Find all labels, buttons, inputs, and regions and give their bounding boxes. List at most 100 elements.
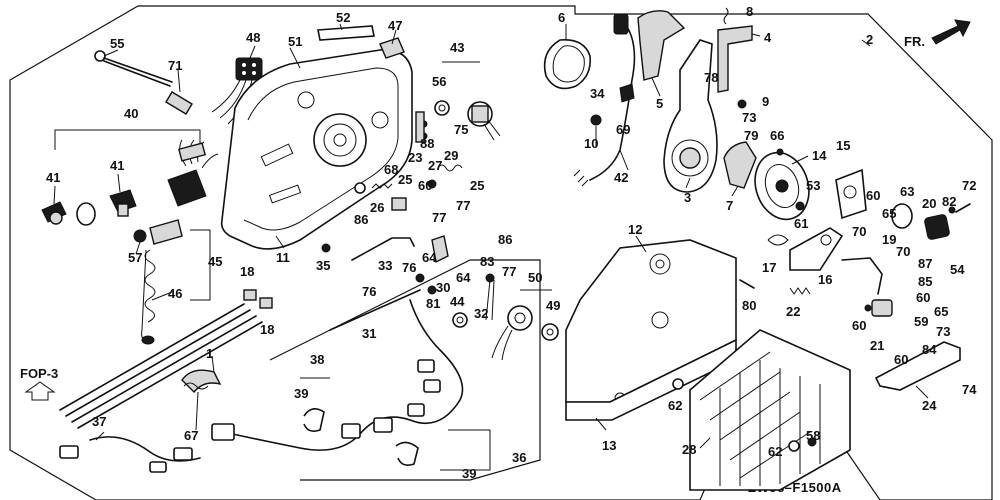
- callout-27: 27: [428, 158, 442, 173]
- group-bracket-45: [190, 229, 211, 301]
- bolt-72: [955, 203, 971, 213]
- leader-lines: [53, 23, 929, 449]
- callout-66: 66: [770, 128, 784, 143]
- callout-35: 35: [316, 258, 330, 273]
- callout-41a: 41: [46, 170, 60, 185]
- callout-70a: 70: [852, 224, 866, 239]
- callout-39b: 39: [462, 466, 476, 481]
- arrow-right-icon: [931, 19, 971, 45]
- callout-48: 48: [246, 30, 260, 45]
- callout-77b: 77: [456, 198, 470, 213]
- nut-82: [948, 206, 956, 214]
- lever-64: [431, 235, 449, 264]
- main-harness: [211, 299, 464, 451]
- callout-45: 45: [208, 254, 222, 269]
- label-52: [317, 25, 375, 41]
- knob-20: [924, 214, 950, 240]
- callout-59: 59: [914, 314, 928, 329]
- plate-24: [874, 341, 961, 391]
- screw-80: [739, 279, 755, 289]
- callout-64a: 64: [422, 250, 437, 265]
- ignition-switch: [167, 139, 219, 207]
- nut-58: [807, 437, 817, 447]
- callout-47: 47: [388, 18, 402, 33]
- link-33: [351, 237, 415, 261]
- callout-15: 15: [836, 138, 850, 153]
- callout-82: 82: [942, 194, 956, 209]
- callout-86a: 86: [354, 212, 368, 227]
- callouts: 1 2 3 4 5 6 7 8 9 10 11 12 13 14 15 16 1…: [46, 4, 977, 481]
- callout-73a: 73: [742, 110, 756, 125]
- callout-37: 37: [92, 414, 106, 429]
- callout-55: 55: [110, 36, 124, 51]
- callout-2: 2: [866, 32, 873, 47]
- callout-23: 23: [408, 150, 422, 165]
- callout-12: 12: [628, 222, 642, 237]
- callout-30: 30: [436, 280, 450, 295]
- callout-68: 68: [384, 162, 398, 177]
- callout-4: 4: [764, 30, 772, 45]
- callout-5: 5: [656, 96, 663, 111]
- callout-34: 34: [590, 86, 605, 101]
- bolt-55: [94, 50, 173, 87]
- callout-83: 83: [480, 254, 494, 269]
- callout-60c: 60: [916, 290, 930, 305]
- callout-71: 71: [168, 58, 182, 73]
- switch-43: [467, 101, 501, 141]
- callout-63: 63: [900, 184, 914, 199]
- clip-57: [133, 219, 183, 245]
- screw-66: [776, 148, 784, 156]
- callout-49: 49: [546, 298, 560, 313]
- sub-assembly-outline: [269, 259, 541, 481]
- clip-18a: [243, 289, 257, 301]
- front-direction-arrow: FR.: [904, 19, 971, 49]
- callout-52: 52: [336, 10, 350, 25]
- spring-26: [371, 183, 393, 189]
- callout-32: 32: [474, 306, 488, 321]
- group-bracket-36: [440, 429, 491, 471]
- assembly-outline: [9, 5, 993, 500]
- callout-25a: 25: [398, 172, 412, 187]
- callout-42: 42: [614, 170, 628, 185]
- callout-44: 44: [450, 294, 465, 309]
- disk-14: [754, 151, 810, 221]
- callout-57: 57: [128, 250, 142, 265]
- bracket-21: [864, 299, 893, 317]
- callout-33: 33: [378, 258, 392, 273]
- clip-47: [379, 37, 405, 59]
- callout-69: 69: [616, 122, 630, 137]
- switch-48: [211, 57, 263, 125]
- direction-label: FR.: [904, 34, 925, 49]
- harness-42: [573, 13, 636, 187]
- washer-86: [354, 182, 366, 194]
- harness-37: [59, 436, 201, 473]
- cables-1: [59, 303, 263, 429]
- screw-53: [795, 201, 805, 211]
- seal-63: [891, 203, 913, 229]
- callout-29: 29: [444, 148, 458, 163]
- callout-75: 75: [454, 122, 468, 137]
- lever-19: [841, 257, 883, 295]
- callout-16: 16: [818, 272, 832, 287]
- callout-60a: 60: [418, 178, 432, 193]
- callout-79: 79: [744, 128, 758, 143]
- switch-32: [485, 273, 495, 321]
- callout-6: 6: [558, 10, 565, 25]
- callout-9: 9: [762, 94, 769, 109]
- callout-60e: 60: [894, 352, 908, 367]
- callout-1: 1: [206, 346, 213, 361]
- handle-5: [637, 10, 686, 81]
- cam-7: [723, 141, 757, 189]
- callout-58: 58: [806, 428, 820, 443]
- clip-39a: [303, 408, 325, 432]
- callout-20: 20: [922, 196, 936, 211]
- ring-6: [543, 39, 592, 90]
- screw-10: [590, 114, 602, 126]
- cover-28: [689, 329, 851, 491]
- grommet-62b: [788, 440, 800, 452]
- callout-67: 67: [184, 428, 198, 443]
- spring-8: [723, 7, 729, 25]
- callout-85: 85: [918, 274, 932, 289]
- spring-27: [437, 164, 463, 172]
- callout-65b: 65: [934, 304, 948, 319]
